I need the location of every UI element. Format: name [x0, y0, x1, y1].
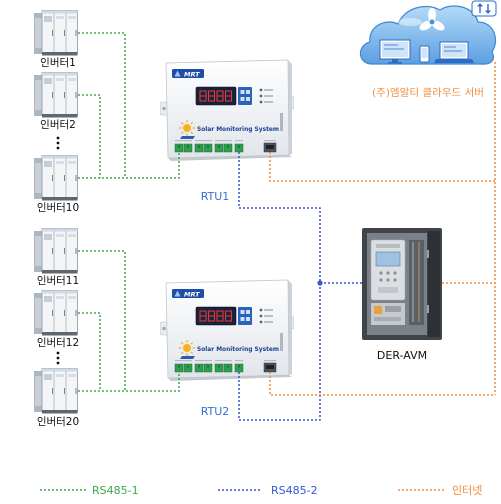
- inverter-label: 인버터10: [37, 202, 79, 214]
- inverter-label: 인버터12: [37, 337, 79, 349]
- inverter-10: 인버터10: [34, 155, 79, 214]
- legend-label: RS485-1: [92, 484, 139, 497]
- inverter-icon: [34, 368, 78, 414]
- rs485-2-line: [238, 152, 321, 283]
- rs485-1-lines: [78, 32, 180, 392]
- inverter-icon: [34, 72, 78, 118]
- rs485-1-line: [78, 312, 101, 391]
- rs485-1-line: [78, 372, 180, 392]
- legend-label: RS485-2: [271, 484, 318, 497]
- legend-item-rs485-1: RS485-1: [40, 484, 139, 497]
- cloud-server-icon: [359, 0, 497, 65]
- rtu-device-icon: [160, 59, 294, 162]
- inverter-label: 인버터20: [37, 416, 79, 428]
- rtu-title: Solar Monitoring System: [197, 346, 279, 353]
- legend: RS485-1 RS485-2 인터넷: [40, 484, 482, 497]
- legend-label: 인터넷: [452, 484, 482, 497]
- legend-item-internet: 인터넷: [398, 484, 482, 497]
- rtu-brand-logo: MRT: [184, 70, 200, 78]
- rtu1-label: RTU1: [201, 190, 230, 203]
- internet-lines: [269, 62, 496, 396]
- ellipsis-dots: [56, 351, 60, 365]
- rtu2-device: MRT Solar Monitoring System: [160, 279, 294, 382]
- laptop-icon: [434, 41, 474, 63]
- rs485-1-line: [78, 250, 126, 391]
- inverter-icon: [34, 10, 78, 56]
- ellipsis-dots: [56, 136, 60, 150]
- rtu1-device: MRT Solar Monitoring System: [160, 59, 294, 162]
- inverter-icon: [34, 228, 78, 274]
- rs485-2-junction-dot: [317, 280, 323, 286]
- rs485-2-lines: [238, 152, 362, 421]
- smartphone-icon: [419, 45, 430, 63]
- cloud-logo-icon: [419, 8, 445, 31]
- sync-arrows-icon: [471, 0, 497, 17]
- inverter-icon: [34, 290, 78, 336]
- rs485-1-line: [78, 32, 126, 178]
- der-avm-cabinet-icon: [362, 228, 442, 340]
- rtu2-label: RTU2: [201, 405, 230, 418]
- inverter-12: 인버터12: [34, 290, 79, 349]
- rtu-title: Solar Monitoring System: [197, 126, 279, 133]
- inverter-label: 인버터1: [40, 57, 76, 69]
- inverter-icon: [34, 155, 78, 201]
- internet-line: [269, 152, 495, 182]
- internet-line: [269, 372, 495, 396]
- inverter-11: 인버터11: [34, 228, 79, 287]
- legend-item-rs485-2: RS485-2: [218, 484, 318, 497]
- inverter-label: 인버터2: [40, 119, 76, 131]
- inverter-label: 인버터11: [37, 275, 79, 287]
- rs485-2-line: [238, 283, 321, 421]
- rtu-brand-logo: MRT: [184, 290, 200, 298]
- inverter-2: 인버터2: [34, 72, 78, 131]
- cloud-server-label: (주)엠알티 클라우드 서버: [372, 87, 484, 99]
- rs485-1-line: [78, 152, 180, 179]
- rtu-device-icon: [160, 279, 294, 382]
- der-avm-label: DER-AVM: [377, 349, 427, 362]
- inverter-20: 인버터20: [34, 368, 79, 428]
- inverter-1: 인버터1: [34, 10, 78, 69]
- rs485-1-line: [78, 94, 101, 178]
- desktop-monitor-icon: [379, 39, 411, 64]
